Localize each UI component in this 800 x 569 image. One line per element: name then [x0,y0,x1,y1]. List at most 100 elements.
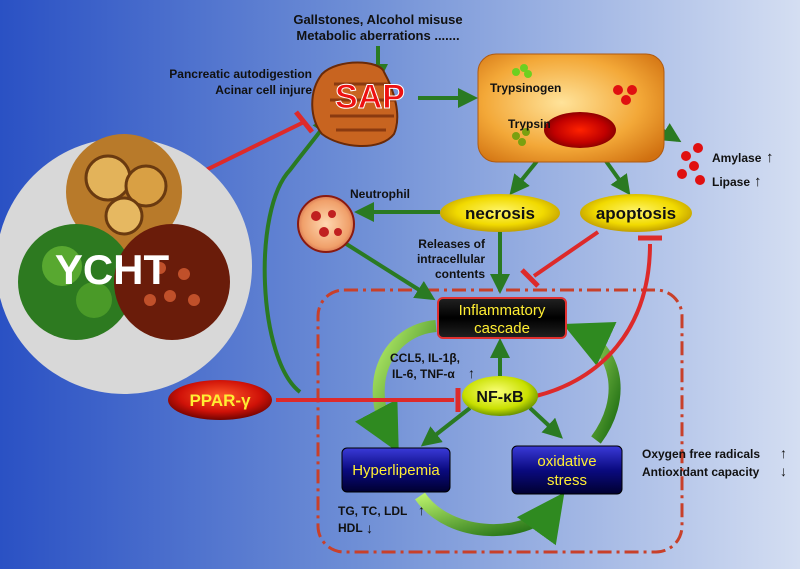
herb-slice [104,196,144,236]
enzyme-dot [693,143,703,153]
enzyme-granule [621,95,631,105]
herb-leaf [76,282,112,318]
acinar-cell: Trypsinogen Trypsin [477,53,665,163]
trypsin-granule [522,128,530,136]
herb-leaf [42,246,82,286]
apoptosis-node: apoptosis [580,194,692,232]
ppar-node: PPAR-γ [168,380,272,420]
hyperlipemia-node: Hyperlipemia [341,447,451,493]
trypsinogen-granule [524,70,532,78]
neutrophil-granule [311,211,321,221]
inflammatory-line2: cascade [474,320,530,337]
ppar-label: PPAR-γ [189,391,251,410]
lipids-line1: TG, TC, LDL [338,504,407,518]
causes-line2: Metabolic aberrations ....... [296,28,459,43]
cytokines-line2: IL-6, TNF-α [392,367,455,381]
lipids-up-arrow: ↑ [418,502,425,518]
cytokines-note: CCL5, IL-1β, IL-6, TNF-α ↑ [390,351,475,381]
cytokines-up-arrow: ↑ [468,365,475,381]
necrosis-node: necrosis [440,194,560,232]
arrow-nfkb-hyperlipemia [420,406,472,447]
herb-slice [124,164,168,208]
herb-group: YCHT [0,134,252,394]
herb-seed [188,294,200,306]
sap-note-line2: Acinar cell injure [215,83,312,97]
neutrophil-label: Neutrophil [350,187,410,201]
oxidative-box [511,445,623,495]
causes-line1: Gallstones, Alcohol misuse [293,12,462,27]
enzyme-granule [627,85,637,95]
cell-nucleus [544,112,616,148]
curve-inflammatory-hyperlipemia [355,320,437,453]
releases-line2: intracellular [417,252,485,266]
inhibit-nfkb-apoptosis [535,243,652,398]
apoptosis-pill [580,194,692,232]
oxidative-line2: stress [547,472,587,489]
oxygen-radicals-up-arrow: ↑ [780,445,787,461]
enzyme-dot [695,175,705,185]
oxidative-stress-node: oxidative stress [511,445,623,495]
sap-note-line1: Pancreatic autodigestion [169,67,312,81]
trypsinogen-granule [512,68,520,76]
pancreas-stripes [330,82,396,132]
pancreas-group: SAP [311,61,405,147]
neutrophil-granule [319,227,329,237]
ppar-pill [168,380,272,420]
curve-hyperlipemia-oxidative [415,492,565,546]
inflammatory-cascade-node: Inflammatory cascade [437,297,567,339]
lipase-label: Lipase [712,175,750,189]
cytokines-line1: CCL5, IL-1β, [390,351,460,365]
inhibit-herb-sap-bar [294,110,314,134]
trypsin-label: Trypsin [508,117,551,131]
trypsinogen-granule [520,64,528,72]
inhibit-apoptosis-inflammatory [532,230,600,278]
neutrophil-granule [334,228,342,236]
herb-label: YCHT [55,246,170,293]
inflammatory-box [437,297,567,339]
releases-note: Releases of intracellular contents [417,237,486,281]
releases-line1: Releases of [418,237,486,251]
nfkb-label: NF-κB [476,389,523,406]
arrow-nfkb-oxidative [528,406,563,439]
antioxidant-down-arrow: ↓ [780,463,787,479]
causes-note: Gallstones, Alcohol misuse Metabolic abe… [293,12,462,43]
herb-seed [178,268,190,280]
herb-right-image [114,224,230,340]
lipase-up-arrow: ↑ [754,173,762,190]
curve-oxidative-inflammatory [562,322,621,444]
amylase-up-arrow: ↑ [766,149,774,166]
oxidative-line1: oxidative [537,453,596,470]
nfkb-node: NF-κB [462,376,538,416]
enzyme-dot [681,151,691,161]
apoptosis-label: apoptosis [596,204,676,223]
released-enzymes: Amylase ↑ Lipase ↑ [677,143,774,190]
enzyme-dot [677,169,687,179]
oxidative-notes: Oxygen free radicals ↑ Antioxidant capac… [642,445,787,479]
neutrophil-node: Neutrophil [297,187,410,253]
trypsin-granule [512,132,520,140]
herb-slice [84,154,132,202]
antioxidant-label: Antioxidant capacity [642,465,760,479]
arrow-ppar-sap [262,114,333,394]
inhibit-herb-sap [205,120,305,172]
herb-seed [164,290,176,302]
releases-line3: contents [435,267,485,281]
trypsinogen-label: Trypsinogen [490,81,561,95]
sap-label: SAP [335,78,405,116]
enzyme-granule [613,85,623,95]
oxygen-radicals-label: Oxygen free radicals [642,447,760,461]
lipids-line2: HDL [338,521,363,535]
inhibit-apoptosis-inflammatory-bar [520,268,540,288]
hyperlipemia-box [341,447,451,493]
nfkb-pill [462,376,538,416]
necrosis-pill [440,194,560,232]
herb-seed [154,262,166,274]
trypsin-granule [518,138,526,146]
herb-seed [144,294,156,306]
hyperlipemia-label: Hyperlipemia [352,462,440,479]
neutrophil-cell [297,195,355,253]
arrow-neutrophil-inflammatory [338,238,436,301]
amylase-label: Amylase [712,151,762,165]
